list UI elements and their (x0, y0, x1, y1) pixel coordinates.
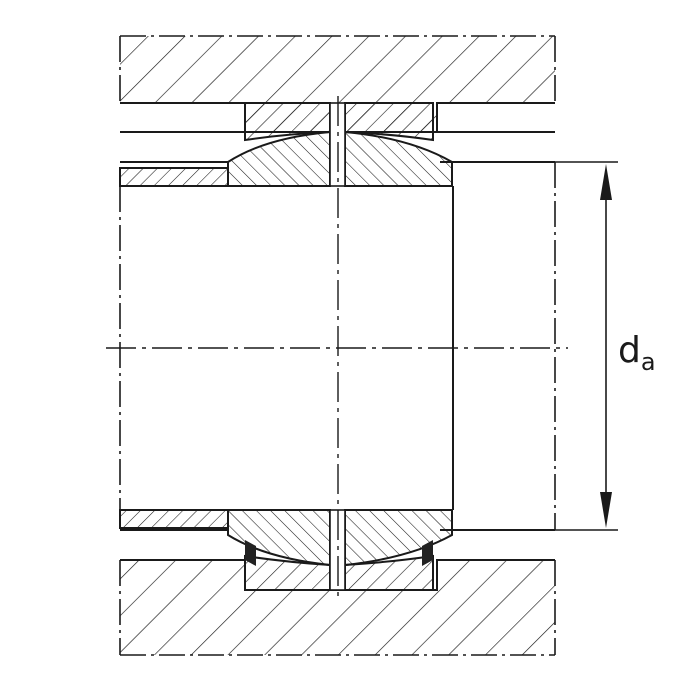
center-lines (106, 96, 568, 600)
dimension-arrow-top (600, 164, 612, 200)
dimension-label: da (618, 330, 656, 376)
dimension-symbol: d (618, 330, 641, 371)
inner-ring-top (227, 102, 453, 187)
dimension-da: da (555, 161, 656, 531)
shaft-top (119, 131, 555, 187)
dimension-subscript: a (641, 348, 656, 376)
seals (245, 540, 433, 566)
inner-ring-bottom (227, 509, 453, 567)
dimension-arrow-bottom (600, 492, 612, 528)
outer-ring-bottom (244, 509, 434, 591)
